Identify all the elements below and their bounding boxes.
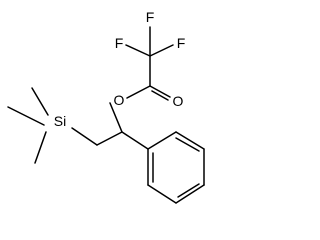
bond-ring-6 — [147, 131, 177, 150]
bond-ch2-si — [71, 127, 98, 146]
bond-ch-phenyl — [121, 131, 149, 150]
bond-carbonyl-ester-o — [126, 85, 151, 99]
atom-labels: F F F O O Si — [54, 9, 186, 129]
atom-o-carbonyl: O — [173, 93, 184, 109]
bond-ring-inner-2 — [177, 183, 200, 198]
bond-si-methyl-up — [31, 87, 49, 116]
bond-ester-o-ch — [109, 102, 123, 133]
bond-si-methyl-left — [7, 106, 45, 126]
bond-carbonyl-double-a — [149, 85, 171, 98]
structure-canvas: F F F O O Si — [7, 9, 205, 204]
bonds — [7, 26, 205, 204]
atom-f-left: F — [115, 35, 124, 51]
atom-f-top: F — [146, 9, 155, 25]
bond-ring-2 — [147, 184, 177, 204]
bond-ring-3 — [175, 184, 205, 204]
bond-si-methyl-down — [34, 131, 47, 164]
bond-ring-5 — [175, 131, 205, 150]
atom-f-right: F — [177, 35, 186, 51]
bond-ring-inner-3 — [175, 137, 200, 152]
bond-cf3-f-right — [149, 44, 174, 57]
bond-ch-ch2 — [96, 131, 123, 146]
bond-carbonyl-double-b — [151, 90, 169, 101]
bond-cf3-f-left — [125, 44, 151, 57]
atom-si: Si — [54, 113, 66, 129]
molecule-structure: F F F O O Si — [7, 9, 205, 204]
atom-o-ester: O — [114, 92, 125, 108]
